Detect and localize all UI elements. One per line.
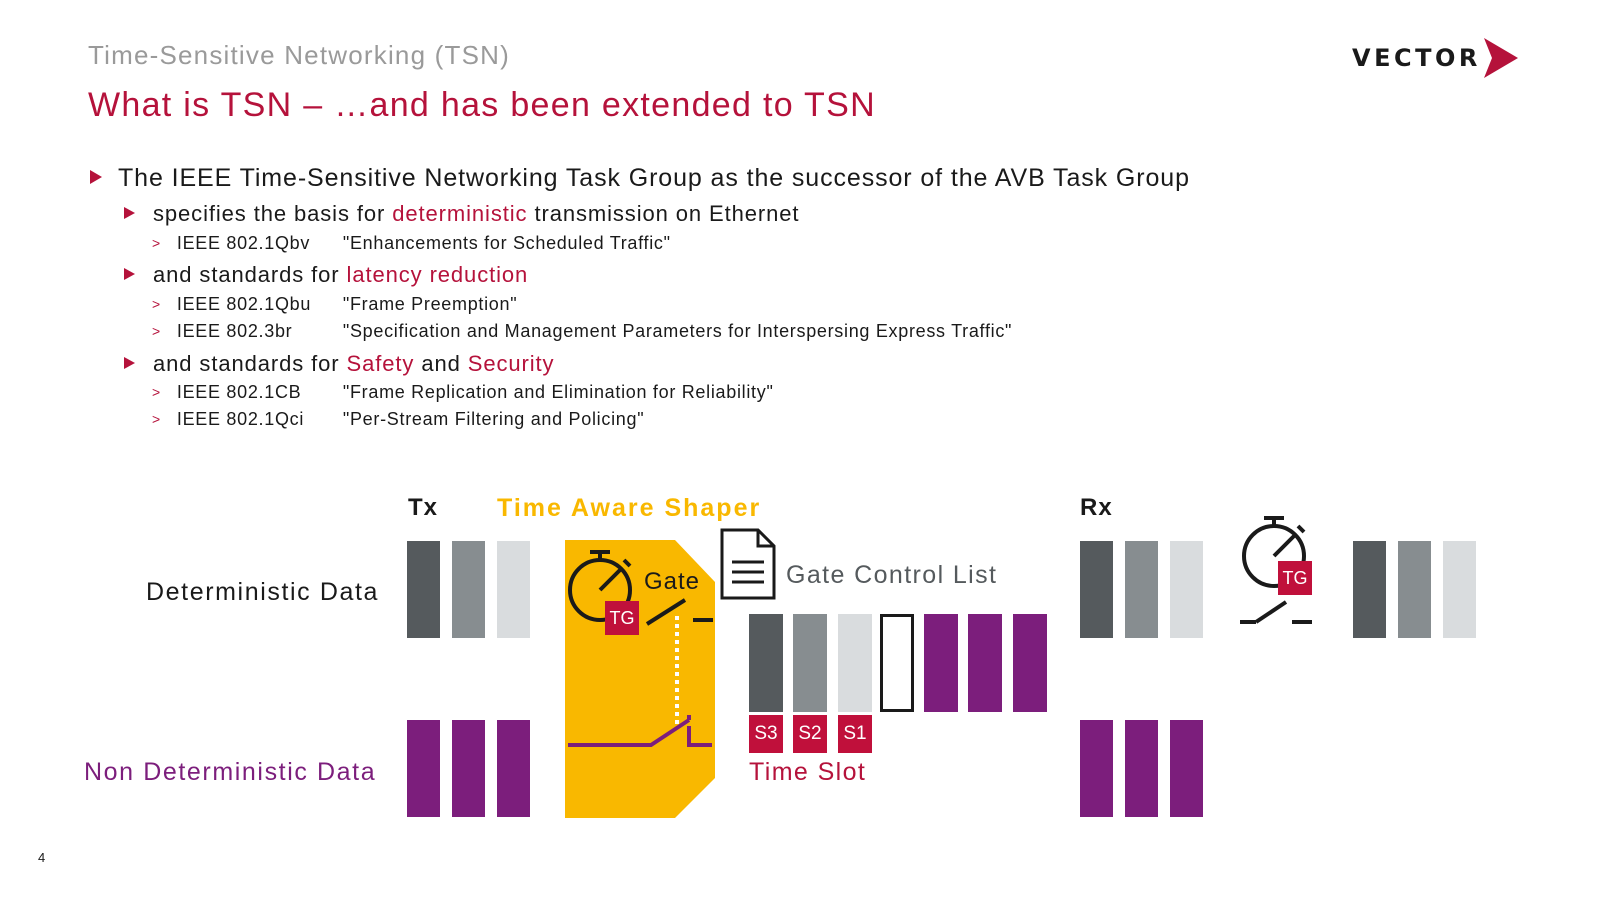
highlight-security: Security (467, 351, 555, 376)
out-det-frame (1398, 541, 1431, 638)
std-id: IEEE 802.1CB (176, 382, 302, 402)
std-desc: "Frame Preemption" (342, 294, 518, 314)
bullet-text: and standards for (153, 351, 347, 376)
gcl-frame (968, 614, 1002, 712)
time-slot-label: Time Slot (749, 758, 867, 786)
logo-wordmark: VECTOR (1352, 44, 1481, 72)
gcl-guard-band (880, 614, 914, 712)
std-id: IEEE 802.1Qci (176, 409, 305, 429)
bullet-text: transmission on Ethernet (527, 201, 800, 226)
bullet-sub-deterministic: specifies the basis for deterministic tr… (124, 201, 799, 227)
rx-nondet-frame (1080, 720, 1113, 817)
slot-label-s3: S3 (749, 715, 783, 753)
tx-det-frame (497, 541, 530, 638)
gcl-frame (1013, 614, 1047, 712)
tx-nondet-frame (497, 720, 530, 817)
tx-det-frame (452, 541, 485, 638)
bullet-main-text: The IEEE Time-Sensitive Networking Task … (118, 164, 1190, 192)
non-deterministic-data-label: Non Deterministic Data (84, 758, 377, 786)
slot-label-s1: S1 (838, 715, 872, 753)
bullet-text: specifies the basis for (153, 201, 393, 226)
chevron-right-icon: > (152, 384, 161, 400)
tg-badge: TG (605, 601, 639, 635)
out-det-frame (1443, 541, 1476, 638)
rx-tg-badge: TG (1278, 561, 1312, 595)
deterministic-data-label: Deterministic Data (146, 578, 380, 606)
bullet-text: and (414, 351, 468, 376)
rx-det-frame (1170, 541, 1203, 638)
highlight-safety: Safety (346, 351, 415, 376)
highlight-latency: latency reduction (346, 262, 529, 287)
page-title: What is TSN – …and has been extended to … (88, 86, 876, 124)
rx-nondet-frame (1125, 720, 1158, 817)
std-id: IEEE 802.1Qbu (176, 294, 312, 314)
gcl-frame (838, 614, 872, 712)
shaper-label: Time Aware Shaper (497, 494, 762, 522)
rx-label: Rx (1080, 494, 1113, 521)
std-item-qci: > IEEE 802.1Qci "Per-Stream Filtering and … (152, 409, 644, 430)
time-aware-shaper-block (565, 540, 715, 818)
gcl-frame (793, 614, 827, 712)
chevron-right-icon: > (152, 411, 161, 427)
gcl-label: Gate Control List (786, 561, 998, 589)
std-item-cb: > IEEE 802.1CB "Frame Replication and Elim… (152, 382, 774, 403)
std-desc: "Enhancements for Scheduled Traffic" (342, 233, 671, 253)
std-desc: "Frame Replication and Elimination for R… (342, 382, 774, 402)
rx-det-frame (1080, 541, 1113, 638)
highlight-deterministic: deterministic (392, 201, 528, 226)
bullet-triangle-icon (90, 170, 102, 185)
gcl-frame (749, 614, 783, 712)
rx-nondet-frame (1170, 720, 1203, 817)
tx-nondet-frame (452, 720, 485, 817)
chevron-right-icon: > (152, 235, 161, 251)
vector-logo: VECTOR (1352, 38, 1522, 82)
std-id: IEEE 802.3br (176, 321, 293, 341)
bullet-main: The IEEE Time-Sensitive Networking Task … (90, 164, 1190, 193)
gcl-frame (924, 614, 958, 712)
std-item-qbv: > IEEE 802.1Qbv "Enhancements for Schedule… (152, 233, 671, 254)
std-item-3br: > IEEE 802.3br "Specification and Manageme… (152, 321, 1012, 342)
out-det-frame (1353, 541, 1386, 638)
bullet-triangle-icon (124, 207, 135, 220)
document-icon (720, 528, 776, 600)
section-kicker: Time-Sensitive Networking (TSN) (88, 40, 510, 70)
chevron-right-icon: > (152, 323, 161, 339)
rx-det-frame (1125, 541, 1158, 638)
std-desc: "Specification and Management Parameters… (342, 321, 1013, 341)
stopwatch-icon (568, 550, 632, 622)
bullet-triangle-icon (124, 268, 135, 281)
bullet-sub-safety: and standards for Safety and Security (124, 351, 554, 377)
tx-label: Tx (408, 494, 439, 521)
slot-label-s2: S2 (793, 715, 827, 753)
gate-label: Gate (644, 568, 701, 595)
std-id: IEEE 802.1Qbv (176, 233, 311, 253)
tx-nondet-frame (407, 720, 440, 817)
std-desc: "Per-Stream Filtering and Policing" (342, 409, 645, 429)
bullet-triangle-icon (124, 357, 135, 370)
chevron-right-icon: > (152, 296, 161, 312)
tx-det-frame (407, 541, 440, 638)
logo-chevron-icon (1484, 38, 1518, 78)
bullet-sub-latency: and standards for latency reduction (124, 262, 528, 288)
std-item-qbu: > IEEE 802.1Qbu "Frame Preemption" (152, 294, 517, 315)
bullet-text: and standards for (153, 262, 347, 287)
page-number: 4 (38, 850, 46, 865)
rx-stopwatch-icon (1240, 516, 1312, 624)
